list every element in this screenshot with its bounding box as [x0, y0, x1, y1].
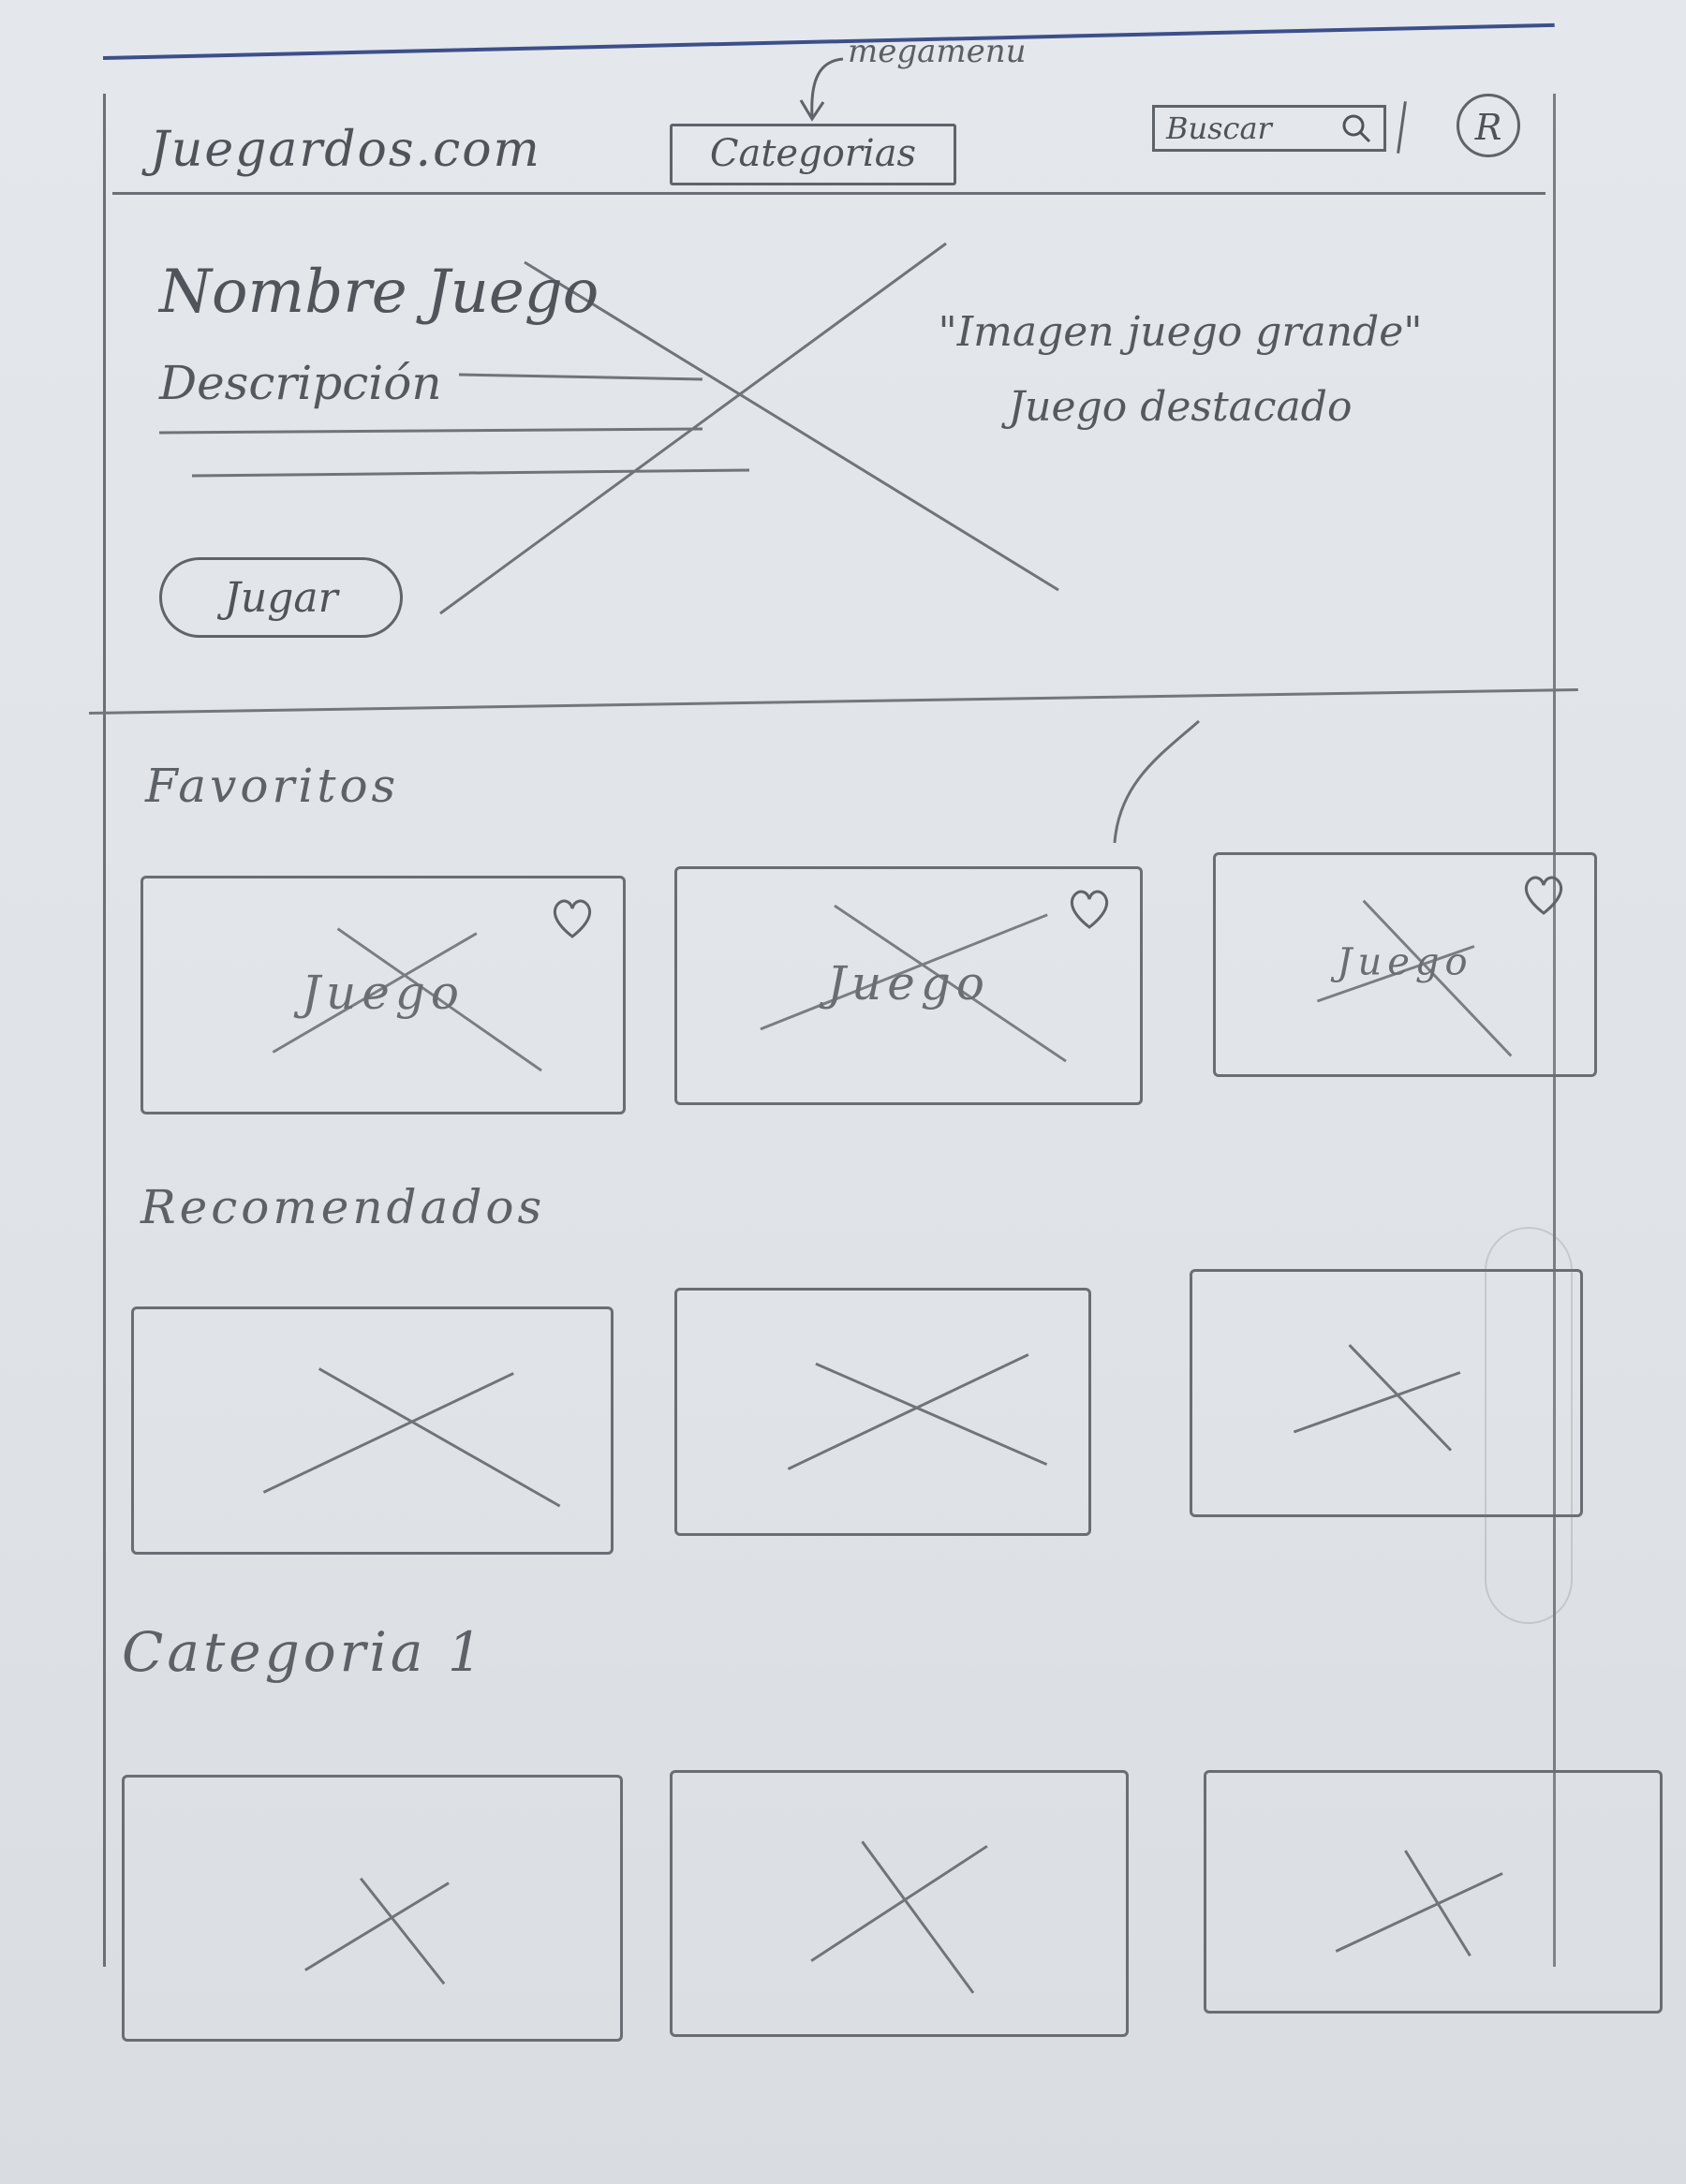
page-frame: [103, 94, 1556, 1967]
recommended-game-card[interactable]: [674, 1288, 1091, 1536]
site-logo[interactable]: Juegardos.com: [150, 122, 541, 178]
play-button[interactable]: Jugar: [159, 557, 403, 638]
image-placeholder-x: [304, 1877, 450, 1985]
category-game-card[interactable]: [1204, 1770, 1663, 2014]
image-placeholder-x: [787, 1353, 1048, 1470]
game-card-label: Juego: [827, 955, 990, 1011]
search-icon[interactable]: [1340, 112, 1372, 144]
hero-image-note-line2: Juego destacado: [1008, 383, 1353, 431]
site-header: Juegardos.com Categorias: [140, 103, 1527, 206]
favorite-game-card[interactable]: Juego: [140, 876, 626, 1114]
megamenu-annotation: megamenu: [848, 33, 1027, 70]
hero-game-description: Descripción: [159, 356, 442, 410]
paper-clip-shadow: [1485, 1227, 1573, 1624]
hero-image-note: "Imagen juego grande" Juego destacado: [852, 295, 1508, 445]
section-title-recomendados: Recomendados: [140, 1180, 546, 1234]
recommended-game-card[interactable]: [131, 1306, 614, 1555]
hero-image-placeholder: [158, 242, 1059, 615]
hero-game-title: Nombre Juego: [159, 258, 599, 327]
game-card-label: Juego: [1337, 940, 1473, 984]
section-title-categoria-1: Categoria 1: [122, 1620, 486, 1684]
heart-icon[interactable]: [1519, 872, 1568, 917]
heart-icon[interactable]: [1065, 886, 1114, 931]
arrow-down-icon: [799, 57, 844, 122]
image-placeholder-x: [760, 904, 1067, 1063]
image-placeholder-x: [810, 1840, 988, 1994]
image-placeholder-x: [272, 927, 542, 1072]
game-card-label: Juego: [302, 965, 465, 1020]
category-game-card[interactable]: [670, 1770, 1129, 2037]
heart-icon[interactable]: [548, 895, 597, 940]
recommended-game-card[interactable]: [1190, 1269, 1583, 1517]
favorite-game-card[interactable]: Juego: [1213, 852, 1597, 1077]
search-input[interactable]: Buscar: [1152, 105, 1386, 152]
featured-game-hero: Nombre Juego Descripción "Imagen juego g…: [122, 215, 1546, 702]
user-avatar[interactable]: R: [1457, 94, 1520, 157]
categories-button[interactable]: Categorias: [670, 124, 956, 185]
image-placeholder-x: [262, 1367, 561, 1508]
search-placeholder: Buscar: [1166, 111, 1272, 146]
image-placeholder-x: [1335, 1850, 1503, 1957]
image-placeholder-x: [1293, 1344, 1461, 1452]
image-placeholder-x: [1316, 899, 1513, 1057]
pencil-stroke: [1113, 719, 1200, 844]
header-divider: [112, 192, 1546, 195]
hero-image-note-line1: "Imagen juego grande": [938, 308, 1423, 356]
category-game-card[interactable]: [122, 1775, 623, 2042]
section-title-favoritos: Favoritos: [145, 759, 400, 813]
favorite-game-card[interactable]: Juego: [674, 866, 1143, 1105]
